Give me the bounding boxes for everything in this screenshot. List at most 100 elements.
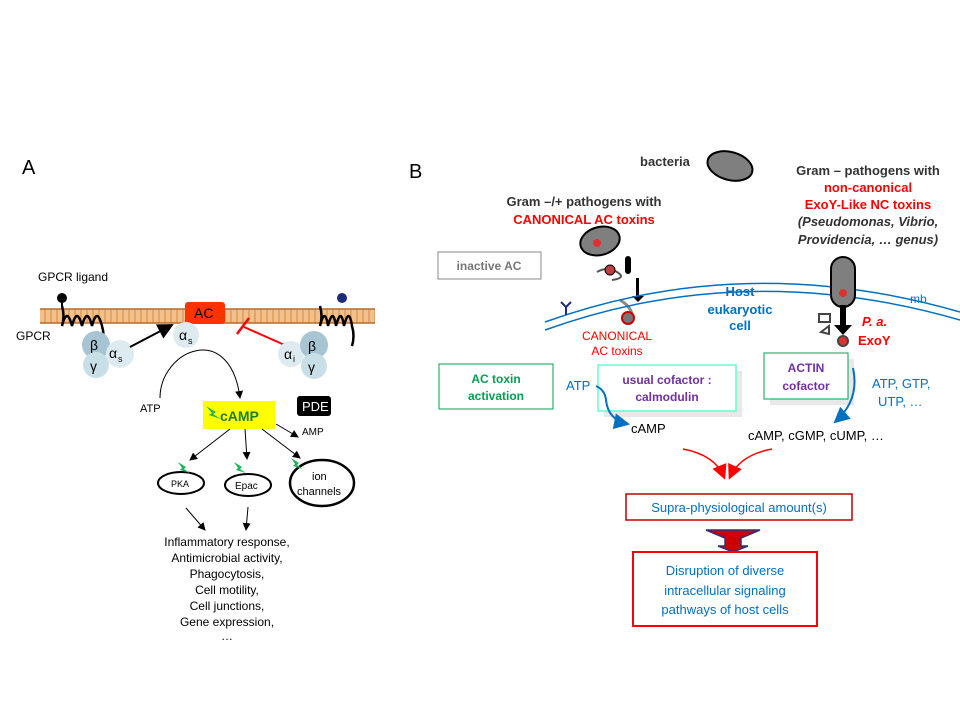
supra-physiological-box [625, 493, 853, 521]
converging-arrow-left [682, 448, 727, 480]
converging-arrow-right [728, 448, 773, 480]
effect-item: Phagocytosis, [190, 567, 265, 581]
receptor-icon [560, 301, 572, 315]
host-membrane-outer [544, 282, 960, 323]
svg-text:α: α [284, 346, 292, 362]
panel-b: B bacteria Gram –/+ pathogens with CANON… [409, 150, 960, 627]
svg-text:pathways of host cells: pathways of host cells [661, 602, 789, 617]
svg-text:AC toxin: AC toxin [471, 372, 520, 386]
g-beta-right [300, 331, 328, 359]
t3ss-needle-icon [840, 305, 846, 327]
g-alpha-s-left [106, 340, 134, 368]
svg-text:γ: γ [308, 359, 315, 375]
atp-label-b: ATP [566, 378, 590, 393]
panel-a-label: A [22, 157, 36, 179]
cyclic-products-label: cAMP, cGMP, cUMP, … [748, 428, 884, 443]
gpcr-ligand-label: GPCR ligand [38, 270, 108, 284]
nc-toxins-title-2: ExoY-Like NC toxins [805, 197, 931, 212]
effect-item: … [221, 629, 233, 643]
svg-text:inactive AC: inactive AC [457, 259, 522, 273]
effect-item: Gene expression, [180, 615, 274, 629]
nucleotides-label-1: ATP, GTP, [872, 376, 931, 391]
svg-text:intracellular signaling: intracellular signaling [664, 583, 785, 598]
amp-label: AMP [302, 427, 324, 438]
svg-text:γ: γ [90, 358, 97, 374]
canonical-toxins-label-1: CANONICAL [582, 329, 652, 343]
camp-molecule-icon-ion [291, 458, 303, 469]
pa-label: P. a. [862, 314, 887, 329]
atp-to-camp-arrow-b [595, 385, 630, 430]
camp-molecule-icon-epac [234, 462, 246, 473]
gram-nc-title: Gram – pathogens with [796, 163, 940, 178]
epac-effector [224, 473, 272, 497]
atp-label: ATP [140, 403, 161, 415]
genus-list-1: (Pseudomonas, Vibrio, [798, 214, 938, 229]
host-membrane-inner [544, 290, 960, 331]
nc-bacterium-icon [830, 256, 856, 308]
svg-text:α: α [109, 345, 117, 361]
gpcr-receptor-icon-2 [318, 305, 355, 347]
camp-molecule-icon-pka [178, 462, 190, 473]
svg-text:cofactor: cofactor [782, 379, 830, 393]
svg-text:cAMP: cAMP [220, 408, 259, 424]
svg-text:ACTIN: ACTIN [788, 361, 825, 375]
disruption-box [632, 551, 818, 627]
gpcr-label: GPCR [16, 329, 51, 343]
pde-box [297, 396, 331, 416]
membrane-label: mb [910, 292, 927, 306]
gpcr-receptor-icon [60, 305, 105, 347]
effect-item: Cell motility, [195, 583, 259, 597]
svg-text:PDE: PDE [302, 399, 329, 414]
svg-text:s: s [118, 354, 123, 364]
nc-toxins-title-1: non-canonical [824, 180, 912, 195]
ion-channels-effector [288, 458, 356, 508]
calmodulin-cofactor-box [597, 364, 737, 412]
effect-item: Antimicrobial activity, [171, 551, 282, 565]
svg-text:activation: activation [468, 389, 524, 403]
host-cell-label-1: Host [726, 284, 756, 299]
svg-text:calmodulin: calmodulin [635, 390, 698, 404]
effect-item: Inflammatory response, [164, 535, 289, 549]
host-cell-label-3: cell [729, 318, 751, 333]
effect-item: Cell junctions, [190, 599, 265, 613]
gpcr-ligand-icon-2 [337, 293, 347, 303]
svg-text:Supra-physiological amount(s): Supra-physiological amount(s) [651, 500, 827, 515]
bacteria-icon [706, 150, 754, 182]
canonical-toxin-in-cell [621, 311, 635, 325]
pka-effector [157, 471, 205, 495]
g-alpha-i [278, 341, 304, 367]
nucleotides-label-2: UTP, … [878, 394, 923, 409]
svg-text:s: s [188, 336, 193, 346]
svg-text:Disruption of diverse: Disruption of diverse [666, 563, 785, 578]
camp-label-b: cAMP [631, 421, 666, 436]
bacteria-legend-label: bacteria [640, 154, 691, 169]
svg-text:β: β [308, 338, 316, 354]
genus-list-2: Providencia, … genus) [798, 232, 938, 247]
svg-text:PKA: PKA [171, 479, 189, 489]
exoy-label: ExoY [858, 333, 891, 348]
gs-activation-arrow [129, 324, 174, 348]
canonical-toxins-label-2: AC toxins [591, 344, 642, 358]
panel-a: A GPCR ligand GPCR β γ α s AC α s [16, 157, 375, 643]
ac-toxin-activation-box [438, 363, 554, 410]
svg-text:ion: ion [312, 471, 327, 483]
actin-cofactor-box [763, 352, 849, 400]
svg-text:β: β [90, 337, 98, 353]
svg-text:α: α [179, 327, 187, 343]
cellular-effects-list: Inflammatory response, Antimicrobial act… [164, 535, 289, 643]
camp-box [203, 401, 275, 429]
gram-canonical-title: Gram –/+ pathogens with [507, 194, 662, 209]
inactive-ac-box [437, 251, 542, 280]
atp-to-camp-arrow [159, 349, 244, 399]
svg-text:AC: AC [194, 305, 213, 321]
svg-text:usual cofactor :: usual cofactor : [622, 373, 711, 387]
g-gamma-right [301, 353, 327, 379]
secretion-system-icon [625, 256, 631, 274]
alpha-s-subunit [173, 322, 199, 348]
camp-molecule-icon [206, 406, 221, 419]
svg-text:channels: channels [297, 486, 342, 498]
svg-text:i: i [293, 354, 295, 364]
g-beta-left [82, 331, 110, 359]
adenylyl-cyclase-box [185, 302, 225, 324]
